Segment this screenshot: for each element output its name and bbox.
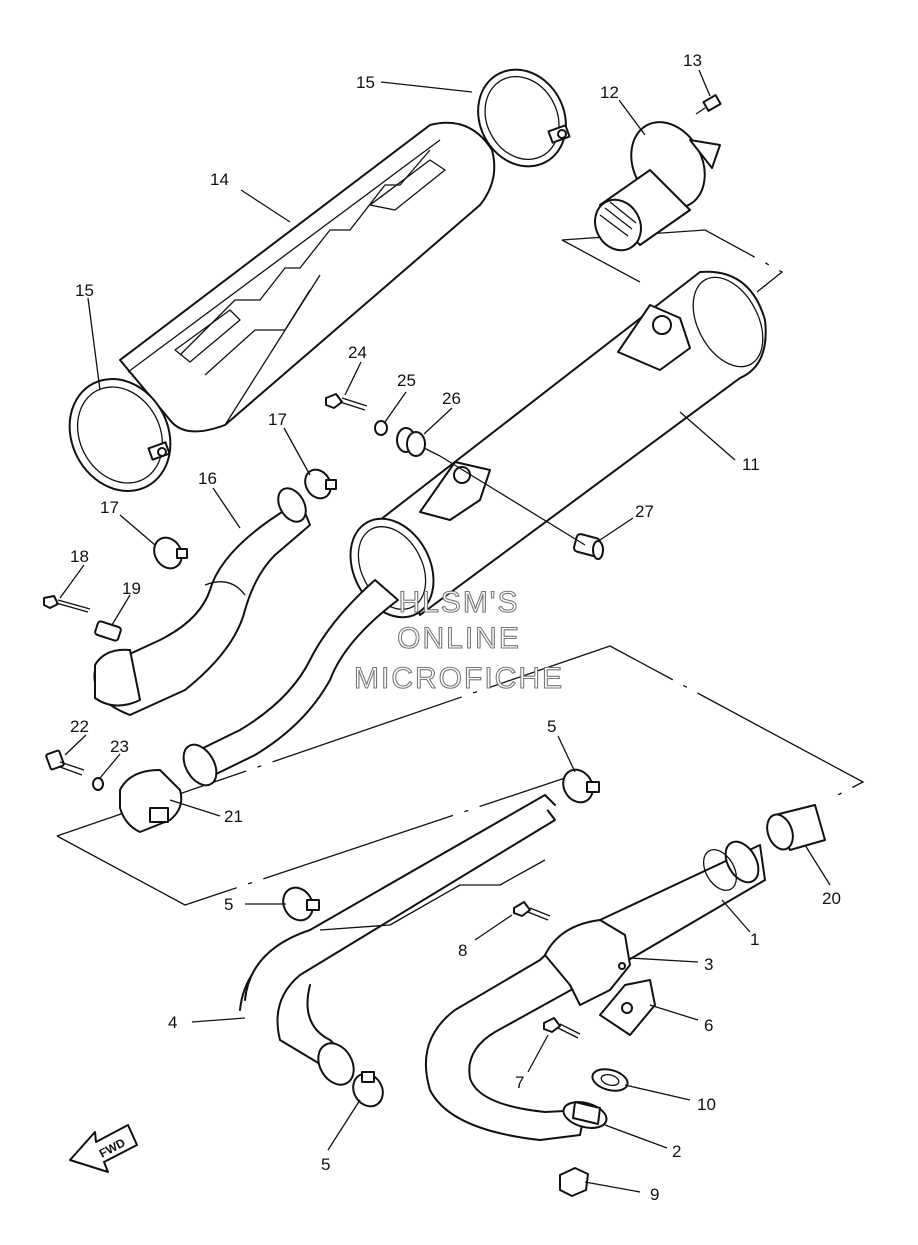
callout-25[interactable]: 25 [397,371,416,390]
callout-1[interactable]: 1 [750,930,759,949]
callout-9[interactable]: 9 [650,1185,659,1204]
watermark-line-1: HLSM'S [398,586,519,619]
clamp-5-top[interactable] [557,764,600,807]
callout-16[interactable]: 16 [198,469,217,488]
clamp-5-left[interactable] [277,882,320,925]
muffler-inlet-pipe[interactable] [177,579,399,791]
washer-25[interactable] [374,420,388,436]
pipe-protector[interactable] [239,794,556,1091]
bolt-7[interactable] [543,1017,581,1039]
callout-5-left[interactable]: 5 [224,895,233,914]
callout-7[interactable]: 7 [515,1073,524,1092]
bracket-3[interactable] [544,919,631,1006]
callout-8[interactable]: 8 [458,941,467,960]
callout-12[interactable]: 12 [600,83,619,102]
bolt-18[interactable] [43,595,91,613]
callout-4[interactable]: 4 [168,1013,177,1032]
watermark-line-2: ONLINE [397,622,521,655]
clamp-5-bottom[interactable] [347,1068,388,1111]
callout-15-lower[interactable]: 15 [75,281,94,300]
heat-protector-upper[interactable] [119,121,496,433]
clamp-17-lower[interactable] [149,533,188,574]
callout-5-top[interactable]: 5 [547,717,556,736]
damper-26[interactable] [396,427,441,457]
joint-pipe[interactable] [93,483,311,716]
gasket-20[interactable] [763,804,826,853]
callout-17-upper[interactable]: 17 [268,410,287,429]
callout-18[interactable]: 18 [70,547,89,566]
callout-27[interactable]: 27 [635,502,654,521]
spark-arrester[interactable] [586,109,721,258]
clamp-17-upper[interactable] [300,465,337,503]
callout-26[interactable]: 26 [442,389,461,408]
callout-3[interactable]: 3 [704,955,713,974]
gasket-21[interactable] [119,769,183,833]
clamp-band-lower-left[interactable] [50,361,189,508]
clamp-band-upper-right[interactable] [461,54,582,182]
callout-19[interactable]: 19 [122,579,141,598]
bolt-22[interactable] [45,749,85,776]
leader-lines [59,69,831,1193]
forward-direction-arrow: FWD [69,1124,138,1173]
callout-20[interactable]: 20 [822,889,841,908]
bolt-8[interactable] [513,901,551,921]
callout-14[interactable]: 14 [210,170,229,189]
callout-10[interactable]: 10 [697,1095,716,1114]
callout-23[interactable]: 23 [110,737,129,756]
callout-24[interactable]: 24 [348,343,367,362]
gasket-10[interactable] [590,1066,630,1095]
callout-5-bottom[interactable]: 5 [321,1155,330,1174]
exhaust-pipe[interactable] [424,836,766,1141]
callout-2[interactable]: 2 [672,1142,681,1161]
callout-15-upper[interactable]: 15 [356,73,375,92]
callout-22[interactable]: 22 [70,717,89,736]
watermark: HLSM'S ONLINE MICROFICHE [353,585,564,695]
callout-numbers: 15 14 15 12 13 11 24 25 26 27 17 17 16 1… [70,51,841,1204]
washer-23[interactable] [92,777,104,791]
collar-27[interactable] [572,533,604,560]
watermark-line-3: MICROFICHE [354,662,564,695]
callout-11[interactable]: 11 [742,455,760,474]
callout-21[interactable]: 21 [224,807,243,826]
clamp-6[interactable] [599,979,656,1036]
callout-6[interactable]: 6 [704,1016,713,1035]
mount-axis-line [439,455,586,546]
nut-9[interactable] [559,1167,589,1197]
callout-17-lower[interactable]: 17 [100,498,119,517]
screw-13[interactable] [695,94,722,115]
collar-19[interactable] [94,620,122,642]
callout-13[interactable]: 13 [683,51,702,70]
flange-2[interactable] [561,1098,610,1133]
bolt-24[interactable] [325,393,368,411]
